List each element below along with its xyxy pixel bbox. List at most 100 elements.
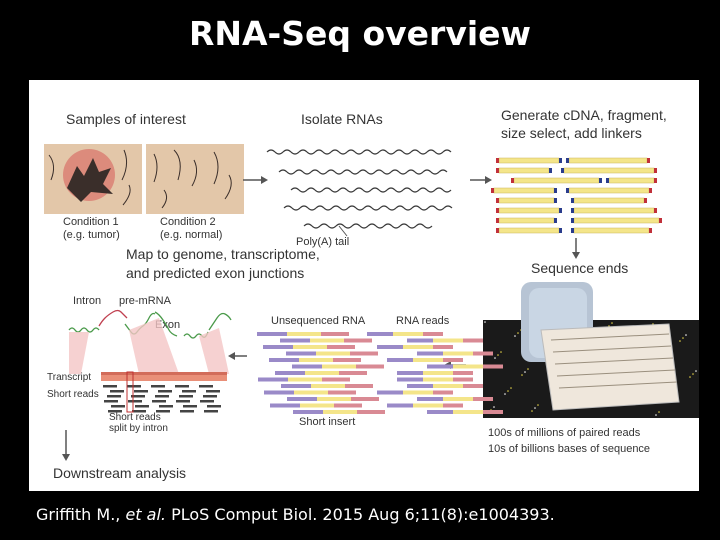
stats-line2: 10s of billions bases of sequence: [488, 443, 650, 455]
transcript-label: Transcript: [47, 372, 91, 383]
cdna-fragment: [571, 197, 647, 204]
paired-read: [287, 397, 493, 401]
cdna-fragment: [496, 227, 562, 234]
mapped-read: [134, 390, 148, 393]
mapped-read: [179, 395, 193, 398]
paired-read: [292, 364, 503, 369]
mapped-read: [176, 400, 190, 403]
mapped-short-reads: [103, 371, 221, 413]
paired-reads: [257, 332, 503, 414]
step-map-line2: and predicted exon junctions: [126, 265, 304, 281]
cdna-fragments: [491, 157, 662, 234]
mapped-read: [156, 410, 170, 413]
exon-projection: [69, 318, 229, 374]
paired-read: [293, 410, 503, 414]
cdna-fragment: [571, 227, 652, 234]
mapped-read: [199, 385, 213, 388]
condition2-label: Condition 2: [160, 216, 216, 228]
arrow-map-to-downstream: [62, 430, 70, 461]
step-downstream-label: Downstream analysis: [53, 465, 186, 481]
paired-read: [281, 384, 483, 388]
step-sequence-label: Sequence ends: [531, 260, 628, 276]
step-generate-line1: Generate cDNA, fragment,: [501, 107, 667, 123]
intron-label: Intron: [73, 295, 101, 307]
short-insert-label: Short insert: [299, 416, 355, 428]
cdna-fragment: [606, 177, 657, 184]
condition1-image: [44, 144, 142, 214]
rna-reads-label: RNA reads: [396, 315, 450, 327]
mapped-read: [159, 405, 173, 408]
flowcell-photo: [483, 282, 699, 418]
condition2-sub-label: (e.g. normal): [160, 229, 222, 241]
mapped-read: [103, 385, 117, 388]
split-reads-label2: split by intron: [109, 423, 168, 434]
paired-read: [269, 358, 463, 362]
mapped-read: [180, 410, 194, 413]
slide-title: RNA-Seq overview: [188, 14, 532, 53]
figure-svg: Samples of interest Condition 1 (e.g. tu…: [44, 107, 699, 481]
cdna-fragment: [491, 187, 557, 194]
mapped-read: [107, 395, 121, 398]
condition1-label: Condition 1: [63, 216, 119, 228]
cdna-fragment: [496, 207, 562, 214]
arrow-reads-to-map: [228, 352, 247, 360]
cdna-fragment: [571, 207, 657, 214]
transcript-bar: [101, 372, 227, 381]
citation-rest: PLoS Comput Biol. 2015 Aug 6;11(8):e1004…: [166, 505, 555, 524]
condition1-sub-label: (e.g. tumor): [63, 229, 120, 241]
split-read-marker: [126, 371, 134, 413]
cdna-fragment: [566, 187, 652, 194]
citation-author: Griffith M.,: [36, 505, 126, 524]
rna-squiggles: [266, 149, 453, 229]
polya-pointer: [338, 225, 348, 237]
mapped-read: [128, 400, 142, 403]
polya-label: Poly(A) tail: [296, 236, 349, 248]
mapped-read: [155, 395, 169, 398]
arrow-generate-to-sequence: [572, 238, 580, 259]
mapped-read: [152, 400, 166, 403]
paired-read: [275, 371, 473, 375]
mapped-read: [182, 390, 196, 393]
mapped-read: [135, 405, 149, 408]
mapped-read: [203, 395, 217, 398]
arrow-samples-to-isolate: [243, 176, 268, 184]
step-isolate-label: Isolate RNAs: [301, 111, 383, 127]
paired-read: [264, 390, 453, 395]
paired-read: [263, 345, 453, 349]
mapped-read: [127, 385, 141, 388]
mapped-read: [207, 405, 221, 408]
mapped-read: [151, 385, 165, 388]
mapped-read: [104, 400, 118, 403]
cdna-fragment: [561, 167, 657, 174]
step-samples-label: Samples of interest: [66, 111, 186, 127]
mapped-read: [206, 390, 220, 393]
mapped-read: [204, 410, 218, 413]
premrna-label: pre-mRNA: [119, 295, 172, 307]
step-map-line1: Map to genome, transcriptome,: [126, 246, 320, 262]
rna-seq-figure: Samples of interest Condition 1 (e.g. tu…: [29, 80, 699, 491]
split-reads-label1: Short reads: [109, 412, 161, 423]
cdna-fragment: [496, 197, 557, 204]
stats-line1: 100s of millions of paired reads: [488, 427, 641, 439]
read-stats: 100s of millions of paired reads 10s of …: [488, 427, 650, 455]
short-reads-label: Short reads: [47, 389, 99, 400]
cdna-fragment: [566, 157, 650, 164]
cdna-fragment: [496, 167, 552, 174]
unsequenced-label: Unsequenced RNA: [271, 315, 366, 327]
paired-read: [270, 403, 463, 408]
paired-read: [258, 377, 473, 382]
mapped-read: [158, 390, 172, 393]
cdna-fragment: [496, 157, 562, 164]
mapped-read: [200, 400, 214, 403]
cdna-fragment: [496, 217, 557, 224]
mapped-read: [175, 385, 189, 388]
paired-read: [286, 351, 493, 356]
paired-read: [280, 338, 483, 343]
mapped-read: [132, 410, 146, 413]
condition2-image: [146, 144, 244, 214]
mapped-read: [183, 405, 197, 408]
cdna-fragment: [511, 177, 602, 184]
citation-etal: et al.: [125, 505, 166, 524]
mapped-read: [110, 390, 124, 393]
arrow-isolate-to-generate: [470, 176, 492, 184]
